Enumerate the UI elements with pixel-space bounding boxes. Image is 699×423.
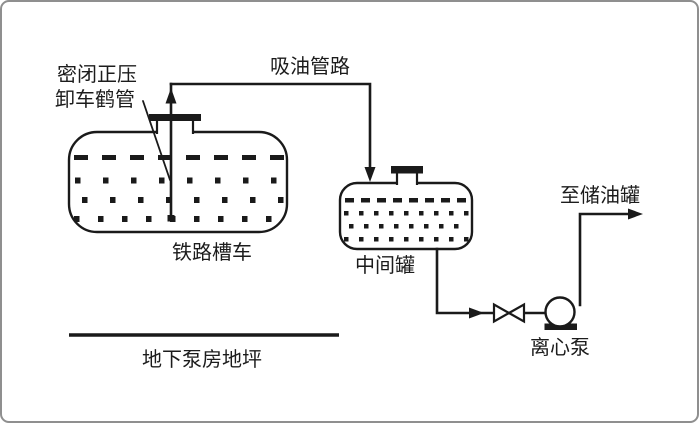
intermediate-neck-opening	[398, 179, 416, 187]
to-storage-tank-label: 至储油罐	[560, 183, 640, 207]
intermediate-tank-flange	[391, 166, 423, 174]
suction-pipeline-label: 吸油管路	[270, 54, 350, 78]
valve-symbol	[492, 302, 526, 324]
intermediate-tank-label: 中间罐	[355, 253, 415, 277]
flow-up-arrow-icon	[165, 88, 177, 104]
intermediate-tank-liquid-pattern	[344, 198, 469, 242]
centrifugal-pump-label: 离心泵	[530, 335, 590, 359]
railway-tank-car-label: 铁路槽车	[172, 240, 252, 264]
tank-to-pump-pipe	[435, 247, 547, 315]
flow-down-arrow-icon	[364, 167, 376, 182]
valve-right-wedge	[506, 302, 526, 324]
valve-left-wedge	[492, 302, 512, 324]
discharge-pipeline	[578, 208, 643, 307]
floor-label: 地下泵房地坪	[142, 347, 262, 371]
centrifugal-pump-symbol	[544, 296, 577, 330]
pump-suction-pipe	[435, 247, 547, 319]
pump-casing-circle	[544, 296, 576, 328]
crane-pipe-leader-line	[142, 100, 171, 181]
flow-right-arrow-icon	[469, 307, 484, 319]
railway-tank-car	[67, 114, 289, 234]
crane-pipe-label-line1: 密闭正压	[57, 62, 137, 86]
unloading-crane-pipe	[165, 82, 177, 222]
intermediate-tank	[338, 166, 474, 251]
discharge-right-arrow-icon	[628, 208, 643, 220]
discharge-pipe-run	[578, 212, 632, 307]
tank-manhole-flange	[149, 114, 201, 121]
tank-neck-opening	[158, 128, 192, 137]
crane-pipe-label-line2: 卸车鹤管	[55, 87, 135, 111]
crane-pipe-tip	[167, 215, 175, 222]
suction-pipe-run	[169, 82, 372, 171]
suction-pipeline	[169, 82, 376, 182]
